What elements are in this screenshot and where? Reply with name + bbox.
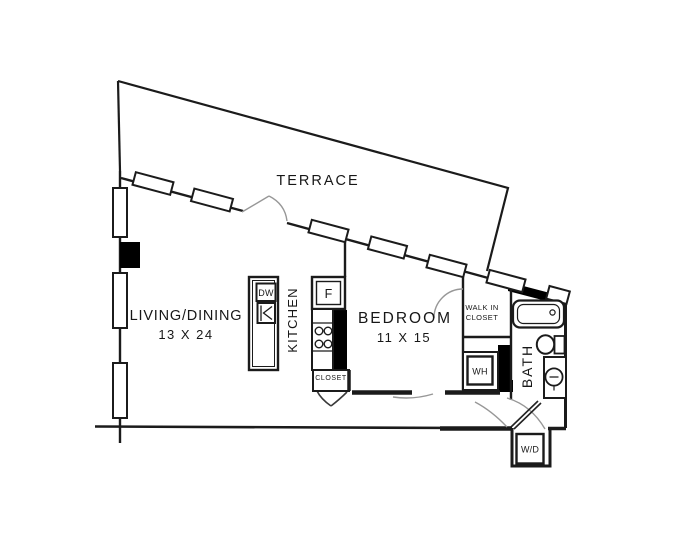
- terrace-door-arc: [268, 195, 288, 222]
- washer-dryer-label: W/D: [521, 445, 539, 455]
- walk-in-closet-label-line2: CLOSET: [466, 313, 498, 322]
- kitchen-closet-bifold-door: [316, 390, 348, 407]
- entry-door-leaf: [510, 400, 542, 430]
- bath-wall-pier-lower: [498, 380, 513, 392]
- bath-fixtures: [511, 299, 567, 399]
- kitchen-label: KITCHEN: [285, 287, 300, 352]
- window-icon: [366, 235, 409, 260]
- burner-icon: [323, 339, 333, 349]
- water-heater-closet: WH: [462, 351, 499, 391]
- kitchen-appliances: F CLOSET: [310, 275, 351, 392]
- burner-icon: [314, 339, 324, 349]
- terrace-left-edge: [116, 80, 122, 172]
- terrace-outline: [116, 79, 510, 272]
- bathtub-drain-icon: [549, 309, 556, 316]
- window-icon: [425, 253, 468, 279]
- fridge-inner: [315, 280, 342, 306]
- bath-label: BATH: [519, 344, 535, 388]
- closet-door-arc: [433, 288, 464, 319]
- water-heater-icon: [466, 355, 494, 386]
- terrace-door-leaf: [241, 195, 270, 213]
- fridge-label: F: [325, 287, 333, 301]
- walk-in-closet-label-line1: WALK IN: [465, 303, 498, 312]
- window-icon: [112, 187, 128, 238]
- range-dividers: [312, 322, 333, 352]
- bedroom-label: BEDROOM: [358, 310, 452, 327]
- room-labels: TERRACE LIVING/DINING 13 X 24 KITCHEN BE…: [130, 173, 535, 388]
- living-dining-label: LIVING/DINING: [130, 308, 243, 324]
- hall-door-arc: [474, 401, 508, 428]
- washer-dryer-closet: W/D: [515, 432, 545, 465]
- dishwasher-icon: [255, 282, 277, 302]
- terrace-label: TERRACE: [276, 173, 359, 189]
- kitchen-closet-label: CLOSET: [315, 375, 347, 382]
- window-icon: [189, 187, 235, 213]
- window-icon: [307, 218, 350, 244]
- range-icon: [311, 308, 334, 371]
- doors: [241, 195, 546, 430]
- south-wall: [94, 425, 471, 430]
- bedroom-door-arc: [392, 393, 434, 399]
- dishwasher-label: DW: [258, 288, 274, 298]
- burner-icon: [323, 326, 333, 336]
- kitchen-sink-icon: [256, 302, 276, 324]
- sink-faucet-icon: [260, 305, 273, 321]
- window-icon: [131, 170, 175, 197]
- burner-icon: [314, 326, 324, 336]
- bedroom-dimensions: 11 X 15: [377, 330, 431, 345]
- bath-sink-faucet-icon: [549, 376, 559, 391]
- wd-closet-walls: [510, 428, 552, 468]
- living-dining-dimensions: 13 X 24: [158, 327, 213, 342]
- west-wall-pier: [120, 242, 140, 268]
- toilet-tank-icon: [553, 335, 566, 355]
- window-icon: [112, 272, 128, 329]
- window-icon: [112, 362, 128, 419]
- terrace-edge: [117, 79, 510, 272]
- bathtub-inner: [516, 303, 561, 325]
- kitchen-wall-pier: [333, 310, 347, 370]
- bath-wall-pier-upper: [498, 345, 510, 380]
- toilet-bowl-icon: [535, 334, 556, 355]
- washer-dryer-icon: [515, 432, 545, 465]
- water-heater-label: WH: [472, 367, 487, 377]
- window-icon: [485, 268, 527, 294]
- kitchen-island: DW: [247, 275, 280, 372]
